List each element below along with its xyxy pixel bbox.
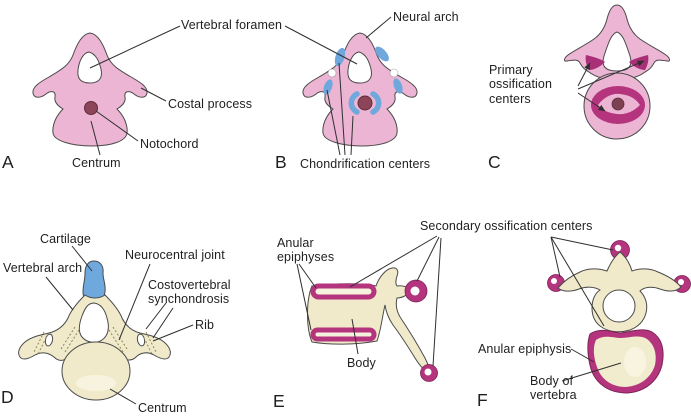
chondrification-centers-blue: [323, 46, 403, 115]
panel-e-lateral-vertebra: [307, 267, 438, 382]
leader-lines: [45, 16, 645, 405]
notochord-dot-c: [611, 97, 625, 111]
panel-letter-d: D: [1, 387, 14, 407]
label-body-e: Body: [347, 356, 376, 370]
vertebral-foramen-f: [602, 289, 636, 323]
label-rib: Rib: [195, 318, 215, 332]
label-vertebral-foramen: Vertebral foramen: [181, 18, 283, 32]
vertebral-foramen-b: [347, 51, 372, 84]
transverse-ossification-hole: [410, 286, 420, 296]
vertebra-d-centrum: [61, 341, 131, 401]
centrum-highlight: [76, 375, 116, 391]
spinous-ossification-hole: [424, 368, 432, 376]
label-centrum-a: Centrum: [72, 156, 121, 170]
label-costovertebral-synchondrosis: Costovertebral synchondrosis: [148, 278, 231, 307]
panel-letter-b: B: [275, 152, 287, 172]
right-transverse-cap-dot: [678, 279, 684, 285]
label-primary-ossification-centers: Primary ossification centers: [489, 63, 553, 106]
label-centrum-d: Centrum: [138, 401, 187, 415]
label-body-of-vertebra: Body of vertebra: [530, 374, 577, 403]
vertebra-b-body: [302, 32, 418, 147]
anular-epiphysis-bottom-ring: [310, 327, 377, 342]
spinous-cap-dot: [614, 244, 622, 252]
vertebral-foramen-a: [77, 51, 102, 84]
label-anular-epiphysis-f: Anular epiphysis: [478, 342, 572, 356]
label-neurocentral-joint: Neurocentral joint: [125, 248, 225, 262]
label-secondary-ossification-centers: Secondary ossification centers: [420, 219, 593, 233]
vertebral-foramen-c: [602, 31, 632, 72]
vertebra-a-body: [32, 32, 148, 147]
panel-letter-e: E: [273, 391, 285, 411]
anular-epiphysis-top-ring: [310, 283, 377, 300]
panel-letter-f: F: [477, 390, 488, 410]
panel-b-chondrifying-vertebra: [302, 32, 418, 147]
panel-a-mesenchymal-vertebra: [32, 32, 148, 147]
panel-letter-a: A: [2, 152, 14, 172]
small-foramen-right: [389, 68, 399, 78]
left-transverse-cap-dot: [551, 278, 557, 284]
panel-letter-c: C: [488, 152, 501, 172]
label-neural-arch: Neural arch: [393, 10, 459, 24]
label-notochord: Notochord: [140, 137, 199, 151]
panel-f-superior-vertebra: [547, 240, 691, 394]
body-highlight-f: [624, 347, 646, 377]
small-foramen-left: [327, 68, 337, 78]
label-chondrification-centers: Chondrification centers: [300, 157, 431, 171]
label-costal-process: Costal process: [168, 97, 253, 111]
label-cartilage: Cartilage: [40, 232, 91, 246]
panel-d-cartilaginous-vertebra: [18, 260, 171, 401]
notochord-dot-b: [357, 95, 373, 111]
label-vertebral-arch: Vertebral arch: [3, 261, 83, 275]
notochord-dot-a: [84, 101, 98, 115]
label-anular-epiphyses: Anular epiphyses: [277, 236, 335, 265]
